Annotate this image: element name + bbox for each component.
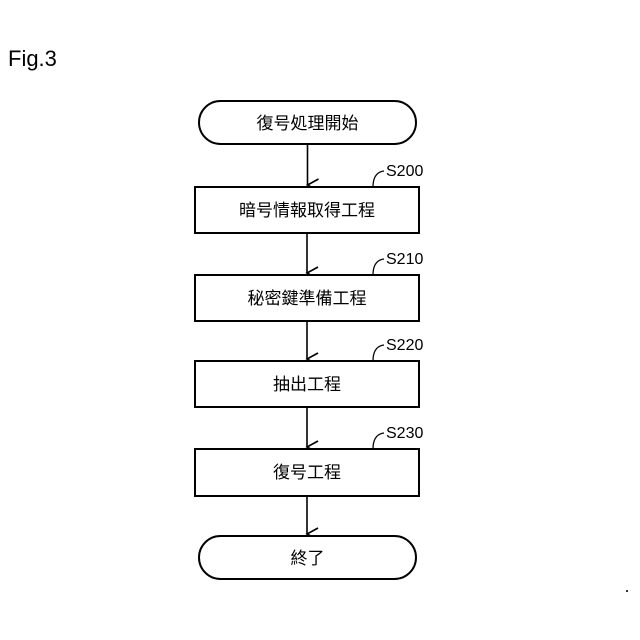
process-box-s210: 秘密鍵準備工程 (195, 275, 419, 321)
step-label-s230: S230 (386, 425, 423, 442)
process-box-s200: 暗号情報取得工程 (195, 187, 419, 233)
step-leader-s200 (373, 171, 384, 187)
step-label-s210: S210 (386, 251, 423, 268)
start-terminator: 復号処理開始 (199, 101, 416, 144)
step-label-s220: S220 (386, 337, 423, 354)
process-text-s220: 抽出工程 (273, 375, 341, 395)
stray-dot (626, 590, 628, 592)
step-leader-s230 (373, 433, 384, 449)
start-text: 復号処理開始 (257, 114, 359, 134)
process-text-s230: 復号工程 (273, 463, 341, 483)
step-leader-s220 (373, 345, 384, 361)
process-box-s230: 復号工程 (195, 449, 419, 496)
process-box-s220: 抽出工程 (195, 361, 419, 407)
end-terminator: 終了 (199, 536, 416, 579)
step-label-s200: S200 (386, 163, 423, 180)
process-text-s200: 暗号情報取得工程 (239, 201, 375, 221)
process-text-s210: 秘密鍵準備工程 (248, 289, 367, 309)
step-leader-s210 (373, 259, 384, 275)
end-text: 終了 (291, 549, 325, 569)
